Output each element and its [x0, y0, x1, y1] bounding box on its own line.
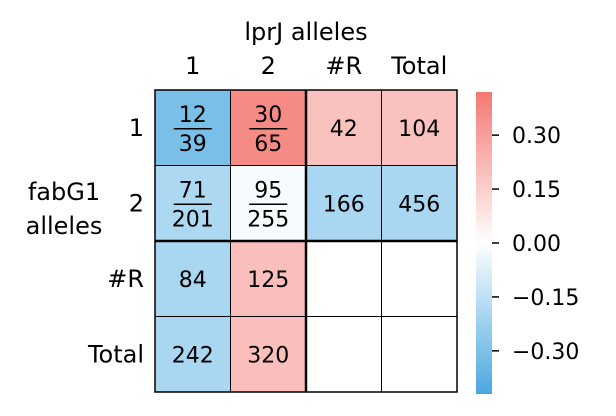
heatmap-cell-r4-c2 [230, 316, 307, 393]
row-tick-label: Total [87, 340, 144, 368]
heatmap-border [154, 89, 458, 393]
colorbar-tick-label: −0.15 [512, 286, 579, 311]
colorbar-tick-label: −0.30 [512, 340, 579, 365]
cell-denominator: 39 [179, 132, 207, 157]
heatmap-cell-r3-c3 [305, 240, 382, 317]
row-axis-label-line-2: alleles [26, 212, 103, 240]
colorbar-ticks: 0.30 0.15 0.00 −0.15 −0.30 [492, 124, 579, 365]
cell-value-label: 104 [398, 117, 440, 142]
cell-value-label: 456 [398, 192, 440, 217]
row-tick-label: #R [107, 265, 144, 293]
heatmap-cell-r3-c1 [154, 240, 231, 317]
row-tick-label: 1 [129, 114, 144, 142]
cell-value-label: 242 [172, 343, 214, 368]
cell-denominator: 255 [247, 207, 289, 232]
heatmap-cell-r1-c1 [154, 89, 231, 166]
colorbar-tick-label: 0.00 [512, 232, 561, 257]
cell-value-label: 42 [330, 117, 358, 142]
colorbar-tick-label: 0.15 [512, 178, 561, 203]
column-tick-label: 2 [261, 52, 276, 80]
cell-numerator: 12 [179, 103, 207, 128]
heatmap-cell-r4-c3 [305, 316, 382, 393]
colorbar-tick-label: 0.30 [512, 124, 561, 149]
cell-numerator: 71 [179, 178, 207, 203]
heatmap-cell-r3-c4 [381, 240, 458, 317]
cell-value-label: 320 [247, 343, 289, 368]
row-tick-label: 2 [129, 189, 144, 217]
heatmap-cell-r1-c4 [381, 89, 458, 166]
heatmap-cell-r4-c4 [381, 316, 458, 393]
cell-denominator: 65 [254, 132, 282, 157]
row-axis-label-line-1: fabG1 [28, 178, 100, 206]
cell-numerator: 95 [254, 178, 282, 203]
cell-numerator: 30 [254, 103, 282, 128]
column-tick-label: Total [390, 52, 447, 80]
heatmap-cell-r1-c2 [230, 89, 307, 166]
colorbar [476, 92, 492, 394]
cell-denominator: 201 [172, 207, 214, 232]
column-tick-label: 1 [185, 52, 200, 80]
column-tick-label: #R [325, 52, 362, 80]
column-axis-label: lprJ alleles [244, 18, 367, 46]
cell-value-label: 166 [323, 192, 365, 217]
cell-value-label: 125 [247, 268, 289, 293]
cell-value-label: 84 [179, 268, 207, 293]
